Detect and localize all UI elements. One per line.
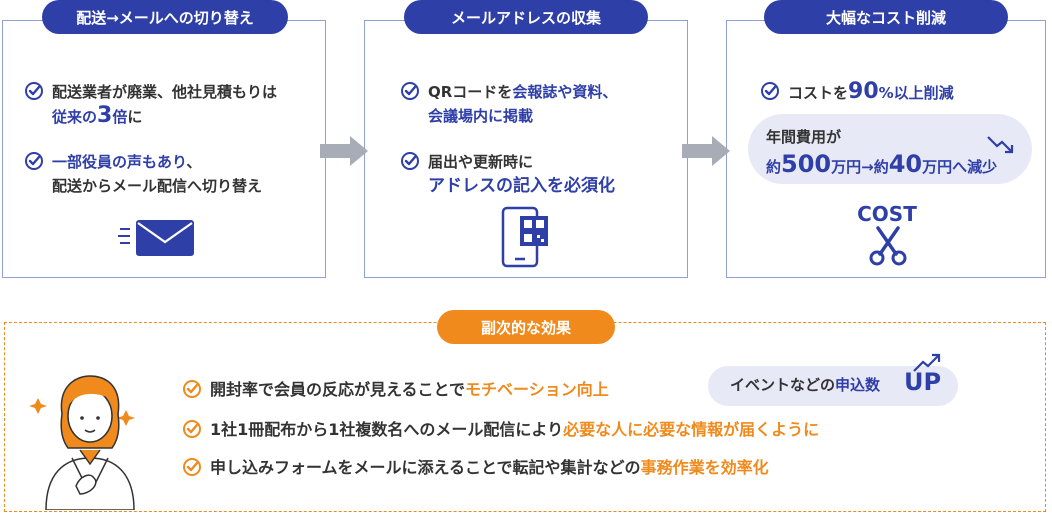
applications-up-badge [708,366,958,406]
card-title-cost-reduction: 大幅なコスト削減 [764,0,1008,34]
scissors-icon [869,226,907,266]
effect-item-3: 申し込みフォームをメールに添えることで転記や集計などの事務作業を効率化 [183,456,769,480]
check-icon [761,82,779,100]
card1-item1-line1: 配送業者が廃業、他社見積もりは [52,83,278,101]
card1-item1-line2: 従来の3倍に [52,103,143,128]
card2-item1-line2: 会議場内に掲載 [428,107,534,125]
effect-item-2: 1社1冊配布から1社複数名へのメール配信により必要な人に必要な情報が届くように [183,418,819,442]
card3-item1: コストを90%以上削減 [761,80,954,105]
card2-item2-line1: 届出や更新時に [428,153,534,171]
check-icon [25,82,43,100]
secondary-effects-title: 副次的な効果 [437,310,615,344]
arrow-right-icon [682,136,730,166]
trend-up-icon [913,353,941,372]
person-illustration [29,375,135,510]
effect-item-1: 開封率で会員の反応が見えることでモチベーション向上 [183,378,609,402]
card-title-address-collection: メールアドレスの収集 [404,0,648,34]
trend-down-icon [987,136,1014,154]
check-icon [25,152,43,170]
check-icon [401,82,419,100]
card1-item2-line1: 一部役員の声もあり、 [52,153,202,171]
card1-item2-line2: 配送からメール配信へ切り替え [52,177,263,195]
cost-label: COST [857,202,917,226]
card1-item2: 一部役員の声もあり、 配送からメール配信へ切り替え [25,150,263,198]
check-icon [183,420,201,438]
annual-cost-label: 年間費用が [766,128,842,146]
card2-item2-line2: アドレスの記入を必須化 [428,176,615,196]
secondary-effects-box [4,322,1046,512]
card2-item2: 届出や更新時に アドレスの記入を必須化 [401,150,615,198]
arrow-right-icon [320,136,368,166]
card1-item1: 配送業者が廃業、他社見積もりは 従来の3倍に [25,80,278,129]
check-icon [401,152,419,170]
smartphone-qr-icon [501,206,548,268]
card2-item1-line1: QRコードを会報誌や資料、 [428,83,618,101]
annual-cost-bubble [748,114,1032,184]
check-icon [183,458,201,476]
up-label: UP [904,368,942,396]
mail-icon [118,220,194,256]
applications-up-text: イベントなどの申込数 [730,376,881,394]
check-icon [183,380,201,398]
card2-item1: QRコードを会報誌や資料、 会議場内に掲載 [401,80,618,128]
card-title-mail-switch: 配送→メールへの切り替え [42,0,288,34]
annual-cost-change: 約500万円→約40万円へ減少 [766,150,998,178]
